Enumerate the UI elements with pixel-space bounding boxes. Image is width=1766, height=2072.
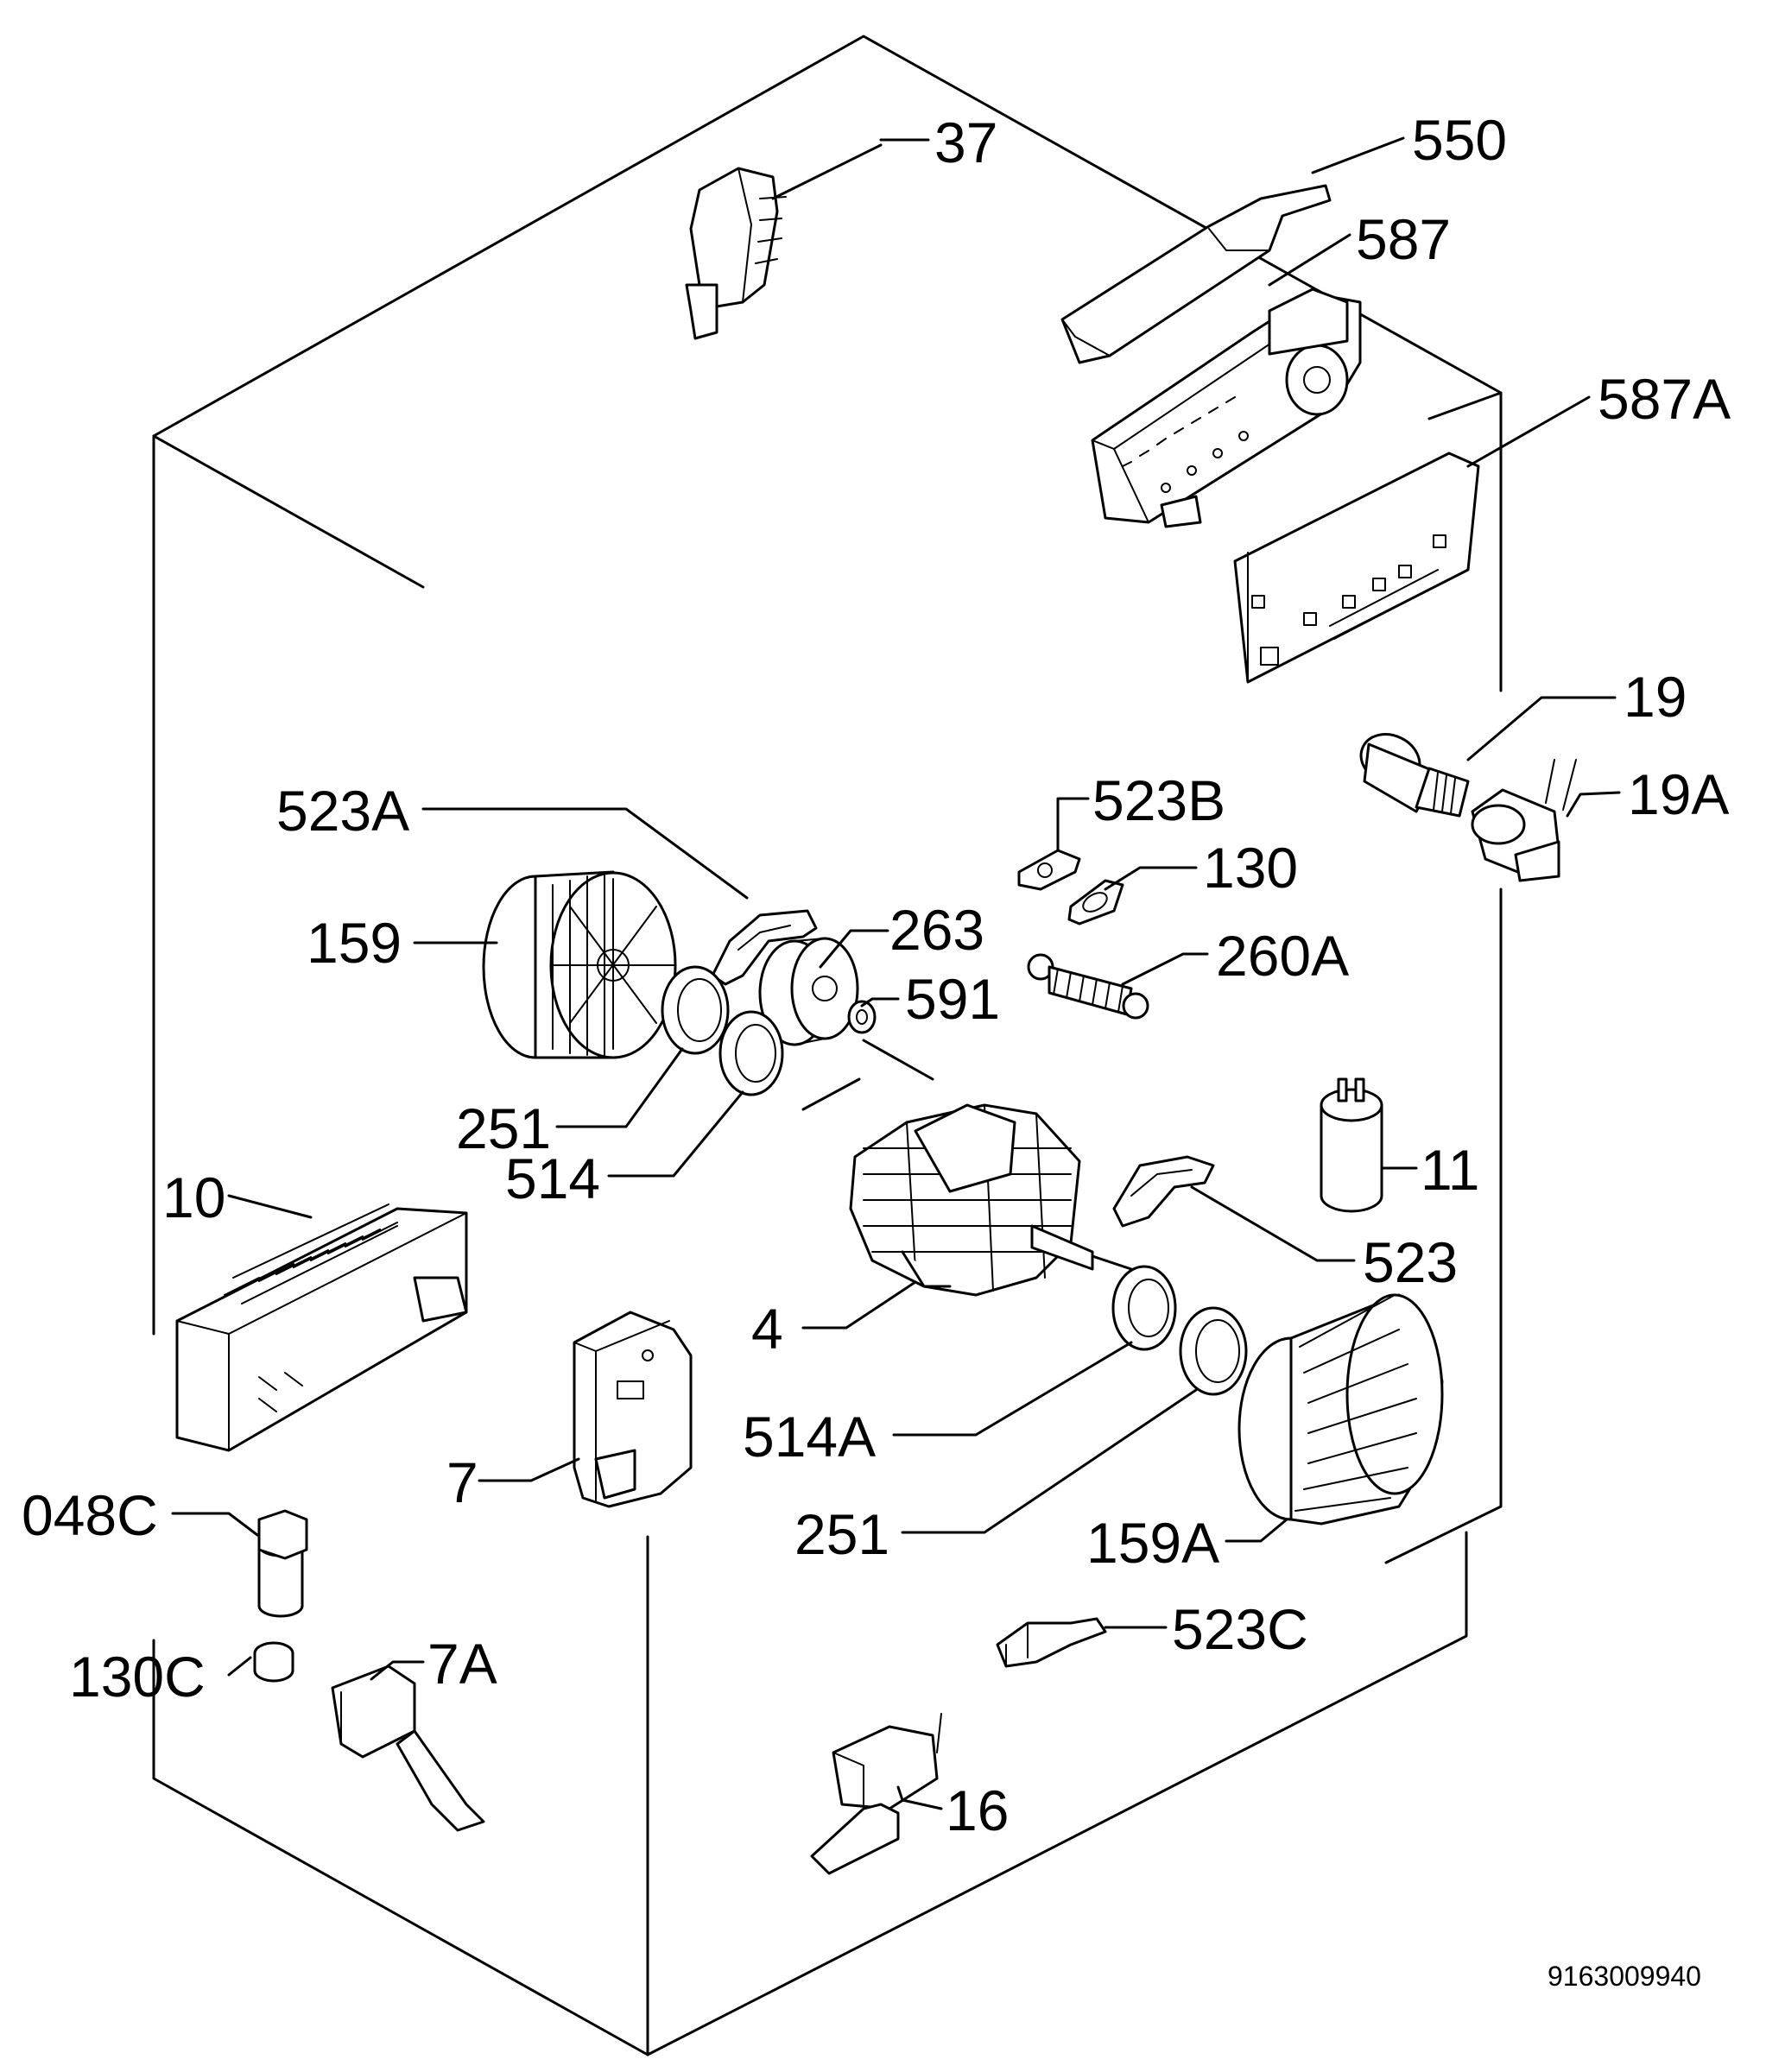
label-523A: 523A	[276, 779, 409, 843]
label-159: 159	[307, 911, 402, 975]
label-591: 591	[905, 967, 1000, 1031]
part-130C-plug	[253, 1641, 294, 1683]
label-16: 16	[946, 1778, 1009, 1842]
part-251-bearing-lower	[1179, 1306, 1248, 1396]
label-251-upper: 251	[456, 1096, 551, 1160]
label-260A: 260A	[1216, 924, 1349, 988]
label-159A: 159A	[1086, 1511, 1219, 1575]
leader-lines	[171, 136, 1621, 1810]
label-587A: 587A	[1598, 367, 1731, 431]
document-number: 9163009940	[1548, 1961, 1701, 1992]
part-514-bearing	[718, 1010, 784, 1096]
label-523C: 523C	[1172, 1597, 1308, 1661]
label-4: 4	[751, 1297, 783, 1361]
label-048C: 048C	[22, 1483, 158, 1547]
part-263-pulley	[758, 937, 859, 1046]
part-523B-clip	[1017, 849, 1081, 891]
part-587A-circuit-board	[1233, 452, 1480, 684]
part-7A-microswitch	[331, 1665, 485, 1832]
part-514A-bearing	[1111, 1265, 1177, 1351]
part-19-lamp	[1359, 733, 1470, 818]
part-130-gasket	[1067, 879, 1124, 925]
label-263: 263	[889, 898, 984, 962]
label-19A: 19A	[1628, 762, 1729, 826]
part-16-switch	[810, 1713, 942, 1875]
part-10-heater	[175, 1203, 468, 1452]
label-37: 37	[934, 111, 997, 174]
part-11-capacitor	[1320, 1077, 1383, 1213]
part-260A-spring	[1027, 953, 1149, 1020]
label-514A: 514A	[743, 1405, 876, 1469]
label-523: 523	[1363, 1230, 1458, 1294]
part-4-motor	[801, 1039, 1133, 1297]
part-7-door-lock	[573, 1311, 693, 1508]
callout-labels: 37 550 587 587A 19 19A 523A 523B 130 159…	[22, 108, 1731, 1992]
part-591-washer	[847, 1000, 877, 1034]
part-523C-clip	[996, 1617, 1107, 1668]
part-159A-fan	[1237, 1293, 1444, 1526]
part-523-bracket	[1112, 1155, 1215, 1228]
part-19A-lamp-holder	[1471, 759, 1577, 882]
label-514: 514	[505, 1147, 600, 1210]
label-550: 550	[1412, 108, 1507, 172]
part-251-bearing-upper	[661, 965, 730, 1055]
part-048C-sensor	[257, 1509, 308, 1618]
label-523B: 523B	[1092, 768, 1225, 832]
label-7A: 7A	[427, 1632, 497, 1696]
label-7: 7	[446, 1450, 478, 1514]
label-587: 587	[1356, 207, 1451, 271]
part-550-cover	[1060, 184, 1332, 364]
label-130C: 130C	[69, 1645, 206, 1709]
label-11: 11	[1421, 1138, 1480, 1202]
label-10: 10	[162, 1166, 225, 1229]
label-130: 130	[1203, 836, 1298, 900]
part-159-pulley	[482, 870, 677, 1059]
part-587-selector	[1091, 287, 1362, 528]
label-251-lower: 251	[794, 1502, 889, 1566]
label-19: 19	[1624, 665, 1687, 729]
part-37-bracket	[685, 167, 787, 340]
